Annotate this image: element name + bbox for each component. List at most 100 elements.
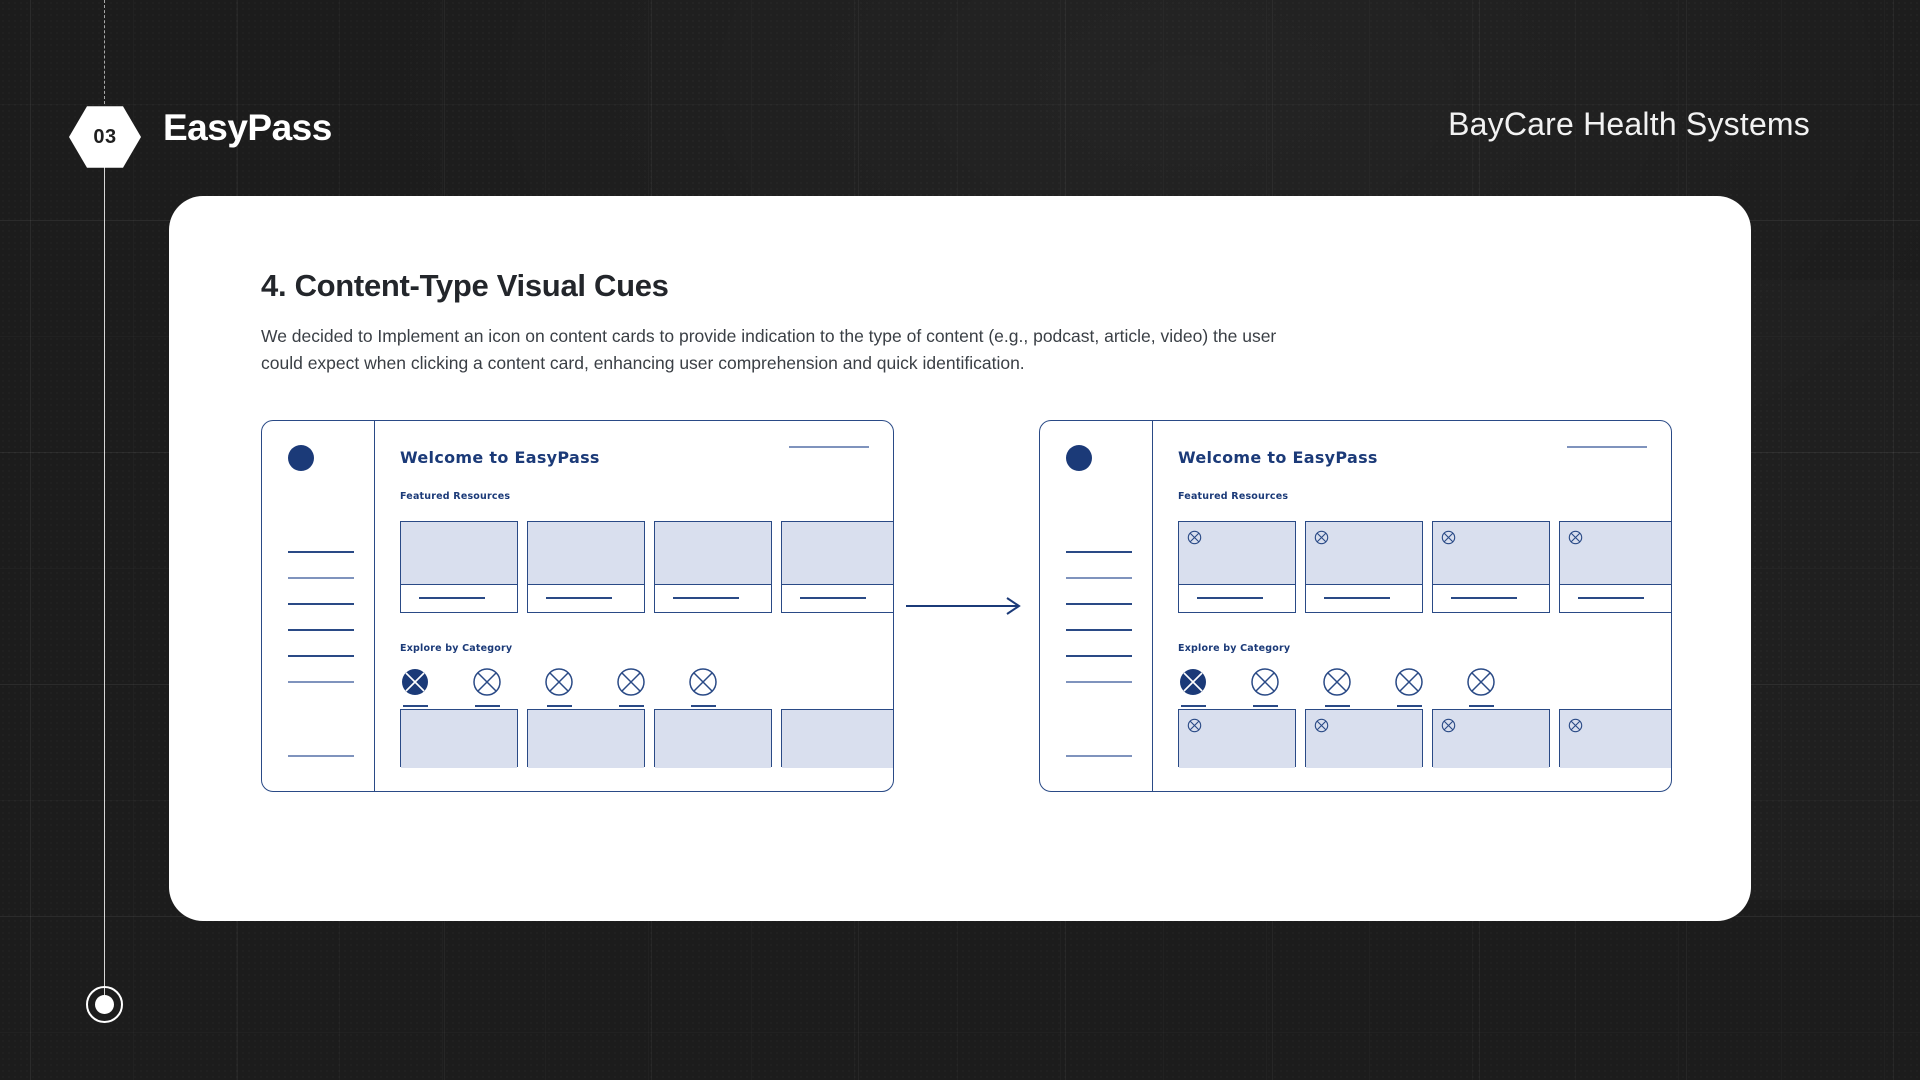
card-thumbnail	[528, 522, 644, 585]
content-card[interactable]	[400, 521, 518, 613]
content-card[interactable]	[1559, 709, 1671, 768]
wireframe-header-line	[789, 446, 869, 448]
after-wireframe: Welcome to EasyPass Featured Resources	[1039, 420, 1672, 792]
client-title: BayCare Health Systems	[1448, 106, 1810, 142]
category-row	[1178, 667, 1496, 707]
timeline-end-dot	[95, 995, 114, 1014]
content-card[interactable]	[1432, 709, 1550, 768]
content-type-icon	[1441, 530, 1456, 545]
right-arrow-icon	[906, 597, 1021, 615]
content-card[interactable]	[400, 709, 518, 768]
card-caption	[1560, 585, 1671, 612]
card-thumbnail	[655, 522, 771, 585]
crossed-circle-icon	[617, 668, 645, 696]
timeline-end-marker	[86, 986, 123, 1023]
category-item[interactable]	[688, 667, 718, 707]
timeline-rail-solid	[104, 152, 105, 1004]
category-label-line	[1180, 705, 1206, 707]
crossed-circle-icon	[545, 668, 573, 696]
category-item[interactable]	[1178, 667, 1208, 707]
card-thumbnail	[782, 522, 893, 585]
content-card[interactable]	[1305, 521, 1423, 613]
wireframe-main: Welcome to EasyPass Featured Resources E…	[375, 421, 893, 791]
content-type-icon	[1314, 718, 1329, 733]
card-caption	[1433, 585, 1549, 612]
card-caption	[782, 585, 893, 612]
card-thumbnail	[1179, 710, 1295, 768]
card-thumbnail	[401, 710, 517, 768]
card-caption	[401, 585, 517, 612]
category-item[interactable]	[1466, 667, 1496, 707]
sidebar-nav-line[interactable]	[1066, 577, 1132, 579]
card-caption	[528, 585, 644, 612]
card-thumbnail	[655, 710, 771, 768]
category-label-line	[1468, 705, 1494, 707]
category-label-line	[690, 705, 716, 707]
before-wireframe: Welcome to EasyPass Featured Resources E…	[261, 420, 894, 792]
category-label-line	[1252, 705, 1278, 707]
content-card[interactable]	[781, 521, 893, 613]
wireframe-heading: Welcome to EasyPass	[400, 448, 600, 467]
crossed-circle-icon	[1395, 668, 1423, 696]
category-item[interactable]	[400, 667, 430, 707]
content-type-icon	[1441, 718, 1456, 733]
brand-title: EasyPass	[163, 107, 332, 148]
bottom-card-row	[1178, 709, 1671, 768]
card-thumbnail	[1179, 522, 1295, 585]
content-card[interactable]	[781, 709, 893, 768]
category-item[interactable]	[1394, 667, 1424, 707]
category-item[interactable]	[544, 667, 574, 707]
card-thumbnail	[782, 710, 893, 768]
sidebar-nav-line[interactable]	[288, 603, 354, 605]
sidebar-nav-line[interactable]	[1066, 681, 1132, 683]
crossed-circle-icon	[1251, 668, 1279, 696]
category-label-line	[474, 705, 500, 707]
sidebar-nav-line[interactable]	[1066, 655, 1132, 657]
sidebar-nav-line[interactable]	[288, 681, 354, 683]
category-row	[400, 667, 718, 707]
card-caption	[655, 585, 771, 612]
category-item[interactable]	[616, 667, 646, 707]
crossed-circle-icon-filled	[1180, 669, 1206, 695]
content-card[interactable]	[654, 521, 772, 613]
timeline-rail-dashed	[104, 0, 105, 104]
sidebar-footer-line[interactable]	[1066, 755, 1132, 757]
wireframe-explore-label: Explore by Category	[400, 643, 513, 654]
sidebar-nav-line[interactable]	[1066, 629, 1132, 631]
wireframe-explore-label: Explore by Category	[1178, 643, 1291, 654]
category-item[interactable]	[1322, 667, 1352, 707]
card-thumbnail	[401, 522, 517, 585]
category-label-line	[546, 705, 572, 707]
card-thumbnail	[1560, 522, 1671, 585]
content-card[interactable]	[654, 709, 772, 768]
wireframe-logo-icon	[1066, 445, 1092, 471]
content-card[interactable]	[527, 521, 645, 613]
page-title: 4. Content-Type Visual Cues	[261, 268, 669, 303]
category-label-line	[1396, 705, 1422, 707]
content-card[interactable]	[1178, 709, 1296, 768]
crossed-circle-icon	[1323, 668, 1351, 696]
content-card[interactable]	[1305, 709, 1423, 768]
category-item[interactable]	[1250, 667, 1280, 707]
sidebar-nav-line[interactable]	[288, 629, 354, 631]
crossed-circle-icon-filled	[402, 669, 428, 695]
category-label-line	[402, 705, 428, 707]
sidebar-footer-line[interactable]	[288, 755, 354, 757]
content-type-icon	[1314, 530, 1329, 545]
content-card[interactable]	[527, 709, 645, 768]
content-card[interactable]	[1559, 521, 1671, 613]
sidebar-nav-line[interactable]	[1066, 551, 1132, 553]
sidebar-nav-line[interactable]	[288, 655, 354, 657]
content-card[interactable]	[1432, 521, 1550, 613]
page-description: We decided to Implement an icon on conte…	[261, 326, 1277, 373]
sidebar-nav-line[interactable]	[288, 577, 354, 579]
category-item[interactable]	[472, 667, 502, 707]
card-caption	[1179, 585, 1295, 612]
card-thumbnail	[1560, 710, 1671, 768]
content-card[interactable]	[1178, 521, 1296, 613]
card-thumbnail	[1306, 710, 1422, 768]
wireframe-logo-icon	[288, 445, 314, 471]
sidebar-nav-line[interactable]	[1066, 603, 1132, 605]
crossed-circle-icon	[473, 668, 501, 696]
sidebar-nav-line[interactable]	[288, 551, 354, 553]
